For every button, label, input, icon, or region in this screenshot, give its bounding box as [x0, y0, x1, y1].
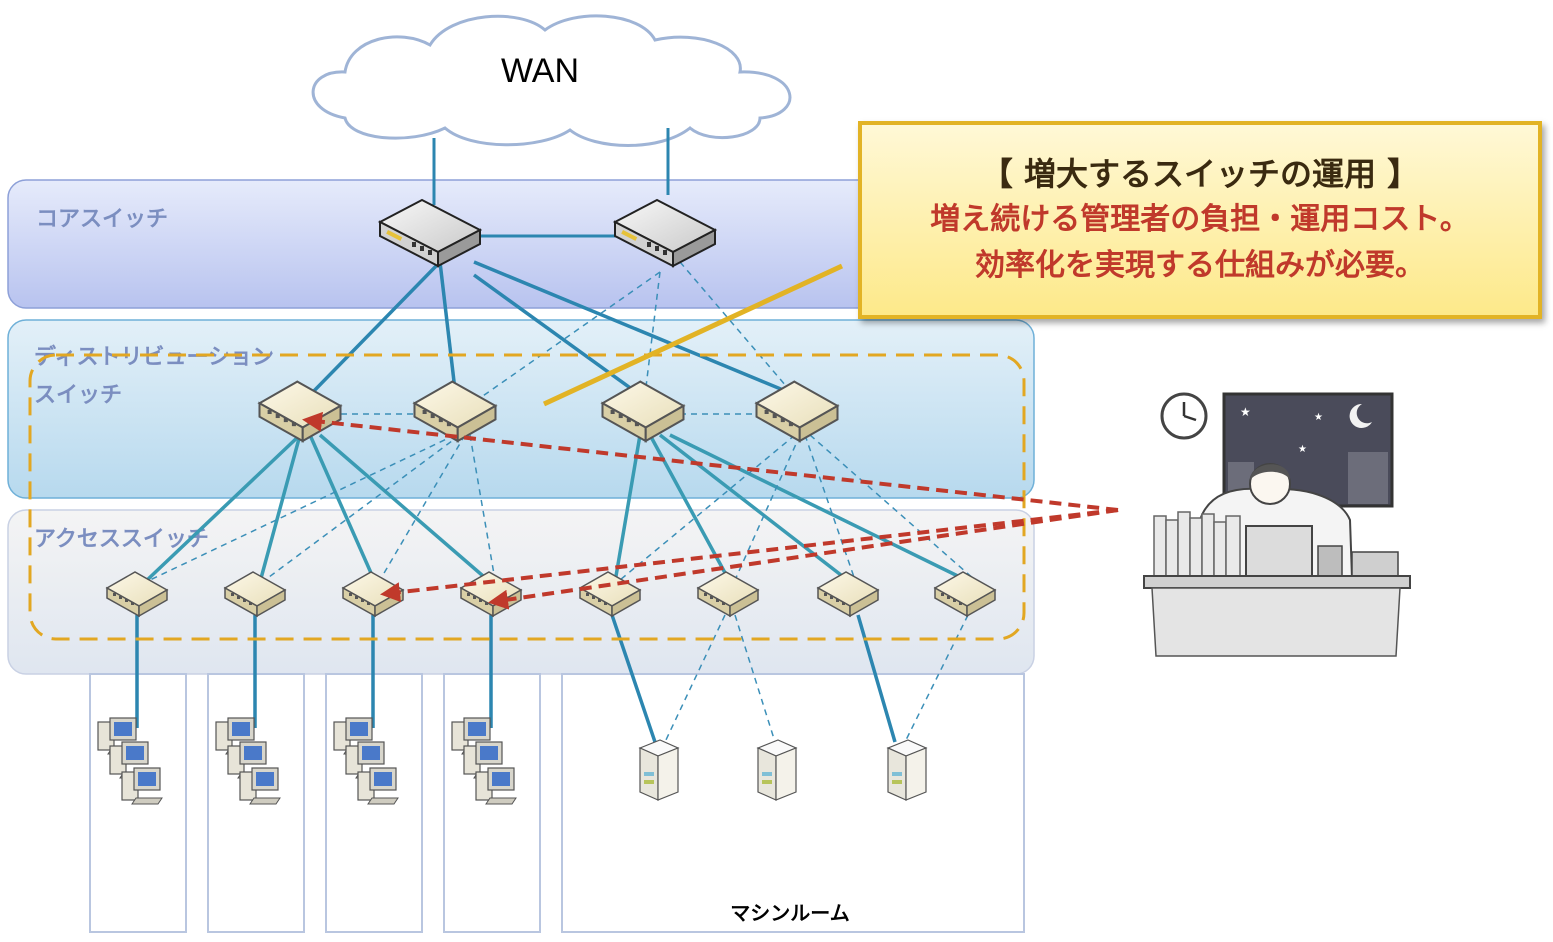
- distribution-layer-label-line2: スイッチ: [34, 383, 122, 408]
- link: [473, 260, 801, 399]
- desk-top: [1143, 575, 1411, 589]
- desktop-pc-icon[interactable]: [239, 767, 281, 805]
- distribution-layer-band: [7, 319, 1035, 499]
- pen-cup-icon: [1317, 545, 1343, 579]
- desktop-pc-icon[interactable]: [475, 767, 517, 805]
- wan-cloud: WAN: [311, 14, 792, 147]
- phone-icon: [1351, 551, 1399, 577]
- admin-hair: [1250, 464, 1290, 480]
- machine-room-area: [561, 673, 1025, 933]
- admin-head: [1249, 463, 1291, 505]
- overworked-admin-icon: ★ ★ ★: [1143, 392, 1411, 657]
- server-icon[interactable]: [887, 739, 927, 801]
- link: [308, 434, 377, 583]
- client-pc-group: [451, 717, 517, 805]
- link: [658, 433, 852, 584]
- management-arrow: [380, 508, 1119, 603]
- distribution-access-backup-links: [149, 434, 976, 581]
- backup-link: [664, 614, 726, 743]
- core-layer-label: コアスイッチ: [36, 207, 168, 232]
- cloud-icon: [311, 14, 792, 147]
- callout-title: 【 増大するスイッチの運用 】: [980, 155, 1420, 193]
- building-silhouette: [1348, 452, 1388, 504]
- core-distribution-backup-links: [330, 261, 799, 415]
- callout-pointer: [542, 263, 844, 407]
- machine-room-label: マシンルーム: [730, 901, 849, 925]
- backup-link: [809, 434, 976, 581]
- backup-link: [619, 434, 796, 581]
- document-stacks: [1153, 511, 1241, 579]
- client-pc-group: [333, 717, 399, 805]
- link: [669, 433, 971, 584]
- link: [258, 434, 302, 583]
- backup-link: [904, 614, 969, 743]
- management-arrow: [302, 411, 1119, 512]
- link: [856, 614, 897, 743]
- management-arrows: [302, 411, 1119, 610]
- desktop-pc-icon[interactable]: [121, 767, 163, 805]
- star-icon: ★: [1298, 444, 1307, 455]
- endpoint-backup-links: [664, 614, 969, 743]
- server-icon[interactable]: [757, 739, 797, 801]
- backup-link: [734, 434, 801, 581]
- callout-line-2: 効率化を実現する仕組みが必要。: [975, 248, 1425, 283]
- client-pc-group: [97, 717, 163, 805]
- client-area-columns: [89, 673, 1025, 933]
- link: [308, 260, 442, 397]
- management-arrow: [488, 508, 1119, 610]
- backup-link: [679, 261, 799, 401]
- wan-label: WAN: [501, 52, 579, 90]
- link: [438, 261, 457, 391]
- laptop-icon: [1245, 525, 1313, 577]
- endpoint-links: [135, 614, 897, 743]
- link: [143, 433, 302, 584]
- managed-switches-highlight: [28, 353, 1026, 641]
- backup-link: [149, 434, 456, 581]
- desktop-pc-icon[interactable]: [357, 767, 399, 805]
- callout-line-1: 増え続ける管理者の負担・運用コスト。: [930, 202, 1470, 237]
- desk-front: [1151, 587, 1401, 657]
- backup-link: [644, 271, 661, 396]
- link: [613, 434, 642, 583]
- clock-hand: [1183, 414, 1197, 422]
- wan-uplinks: [432, 128, 670, 238]
- backup-link: [734, 614, 776, 743]
- backup-link: [804, 434, 856, 581]
- server-icon[interactable]: [639, 739, 679, 801]
- distribution-access-links: [143, 433, 971, 584]
- star-icon: ★: [1314, 412, 1323, 423]
- callout-box: 【 増大するスイッチの運用 】 増え続ける管理者の負担・運用コスト。 効率化を実…: [858, 121, 1542, 319]
- distribution-layer-label-line1: ディストリビューション: [34, 344, 274, 370]
- star-icon: ★: [1240, 405, 1251, 419]
- link: [610, 614, 657, 743]
- backup-link: [469, 434, 496, 581]
- link: [318, 433, 492, 584]
- backup-link: [469, 271, 661, 406]
- backup-link: [264, 434, 461, 581]
- moon-icon: [1349, 403, 1372, 428]
- client-pc-group: [215, 717, 281, 805]
